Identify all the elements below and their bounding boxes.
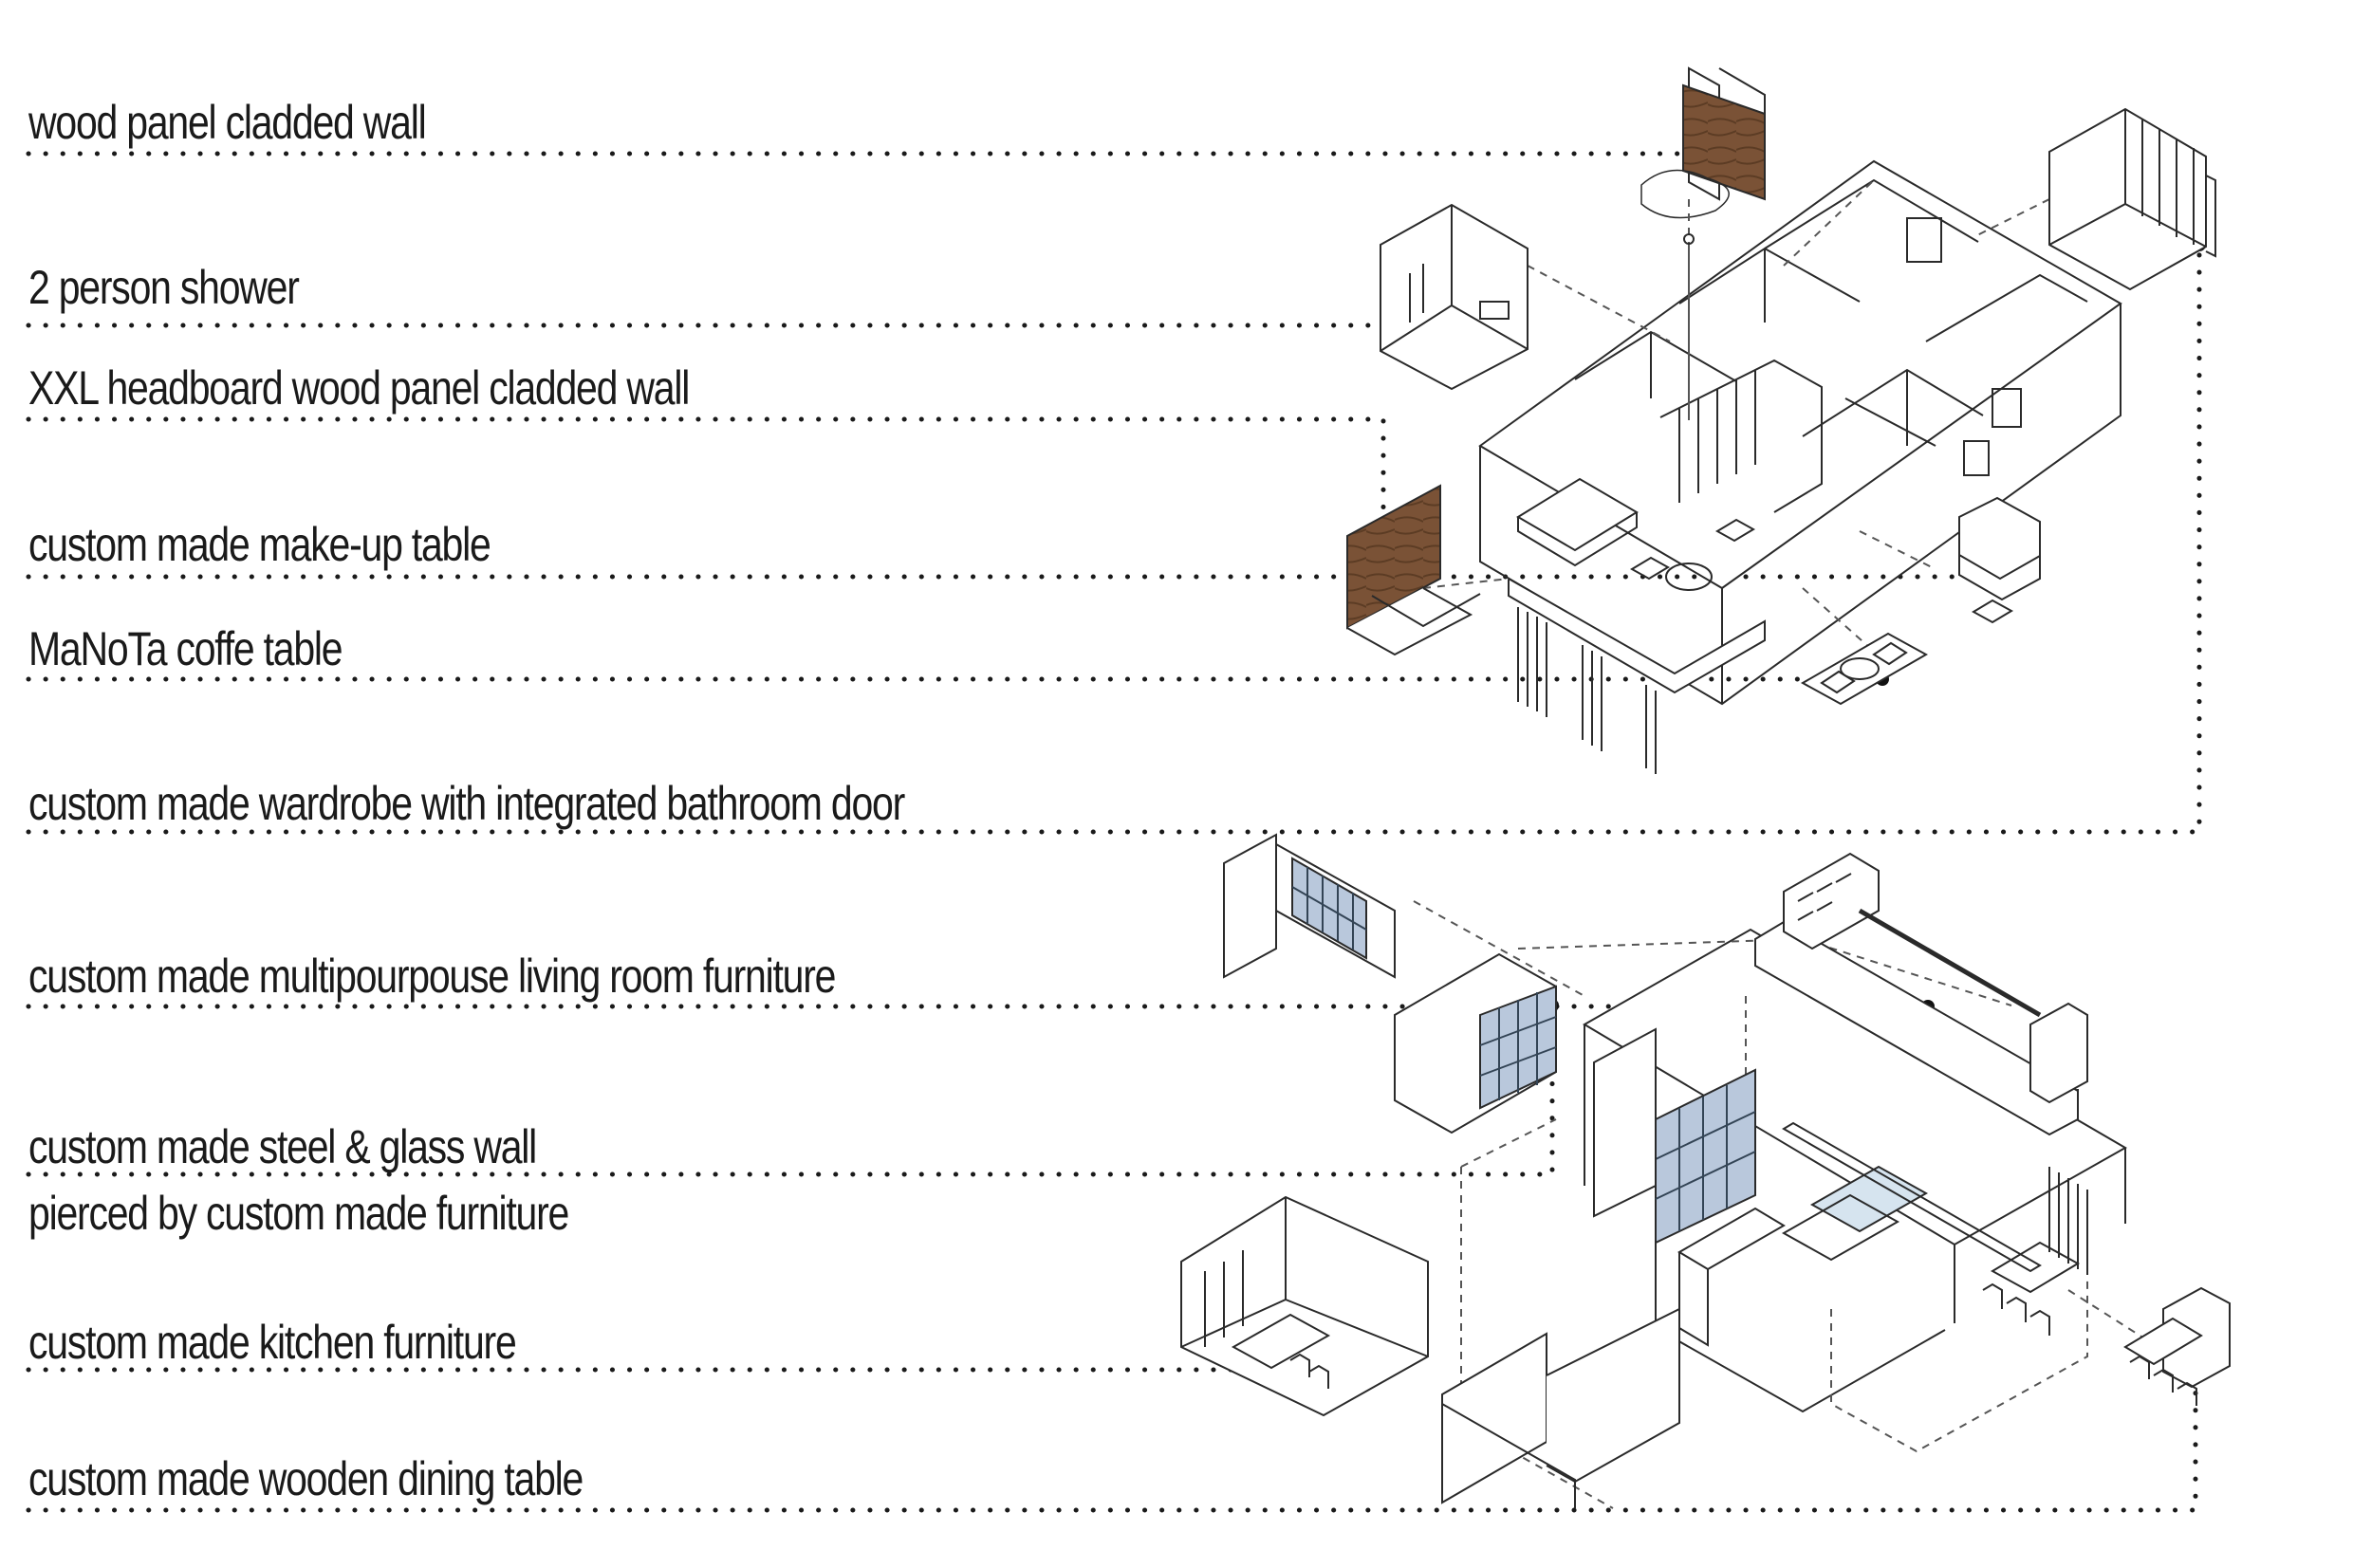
leader-steel-glass-wall bbox=[26, 991, 1555, 1177]
component-wardrobe-lower bbox=[1223, 833, 1396, 979]
component-living-furniture bbox=[1754, 852, 2088, 1136]
wood-panel-door bbox=[1682, 83, 1766, 201]
component-kitchen-furniture bbox=[1180, 1195, 1429, 1417]
label-steel-glass-wall: custom made steel & glass wall bbox=[28, 1120, 537, 1173]
upper-floor-plan bbox=[1422, 159, 2122, 706]
component-steel-glass-wall bbox=[1394, 952, 1756, 1245]
component-headboard-wall bbox=[1346, 484, 1481, 656]
component-coffee-table bbox=[1800, 632, 1929, 706]
label-makeup-table: custom made make-up table bbox=[28, 518, 491, 571]
leader-headboard-wall bbox=[26, 416, 1386, 583]
label-dining-table: custom made wooden dining table bbox=[28, 1452, 584, 1505]
component-curtains-lower bbox=[2048, 1167, 2088, 1275]
component-wardrobe bbox=[2048, 107, 2216, 291]
label-wood-panel-wall: wood panel cladded wall bbox=[28, 96, 427, 149]
leader-dining-table bbox=[26, 1371, 2198, 1513]
label-wardrobe: custom made wardrobe with integrated bat… bbox=[28, 777, 905, 830]
leader-lines bbox=[26, 151, 2202, 1513]
component-makeup-table bbox=[1958, 496, 2041, 624]
lower-floor-plan bbox=[1413, 900, 2174, 1509]
label-shower: 2 person shower bbox=[28, 261, 300, 314]
headboard-wood bbox=[1346, 484, 1441, 630]
component-dining-table bbox=[1441, 1286, 2231, 1508]
component-wood-panel-wall bbox=[1640, 66, 1766, 427]
label-pierced-furniture: pierced by custom made furniture bbox=[28, 1187, 569, 1240]
label-kitchen-furniture: custom made kitchen furniture bbox=[28, 1316, 517, 1369]
component-shower bbox=[1380, 203, 1529, 391]
label-living-furniture: custom made multipourpouse living room f… bbox=[28, 950, 836, 1003]
component-curtains-upper bbox=[1517, 607, 1657, 774]
label-headboard-wall: XXL headboard wood panel cladded wall bbox=[28, 361, 690, 415]
leader-wardrobe bbox=[26, 242, 2202, 835]
label-coffee-table: MaNoTa coffe table bbox=[28, 622, 343, 675]
